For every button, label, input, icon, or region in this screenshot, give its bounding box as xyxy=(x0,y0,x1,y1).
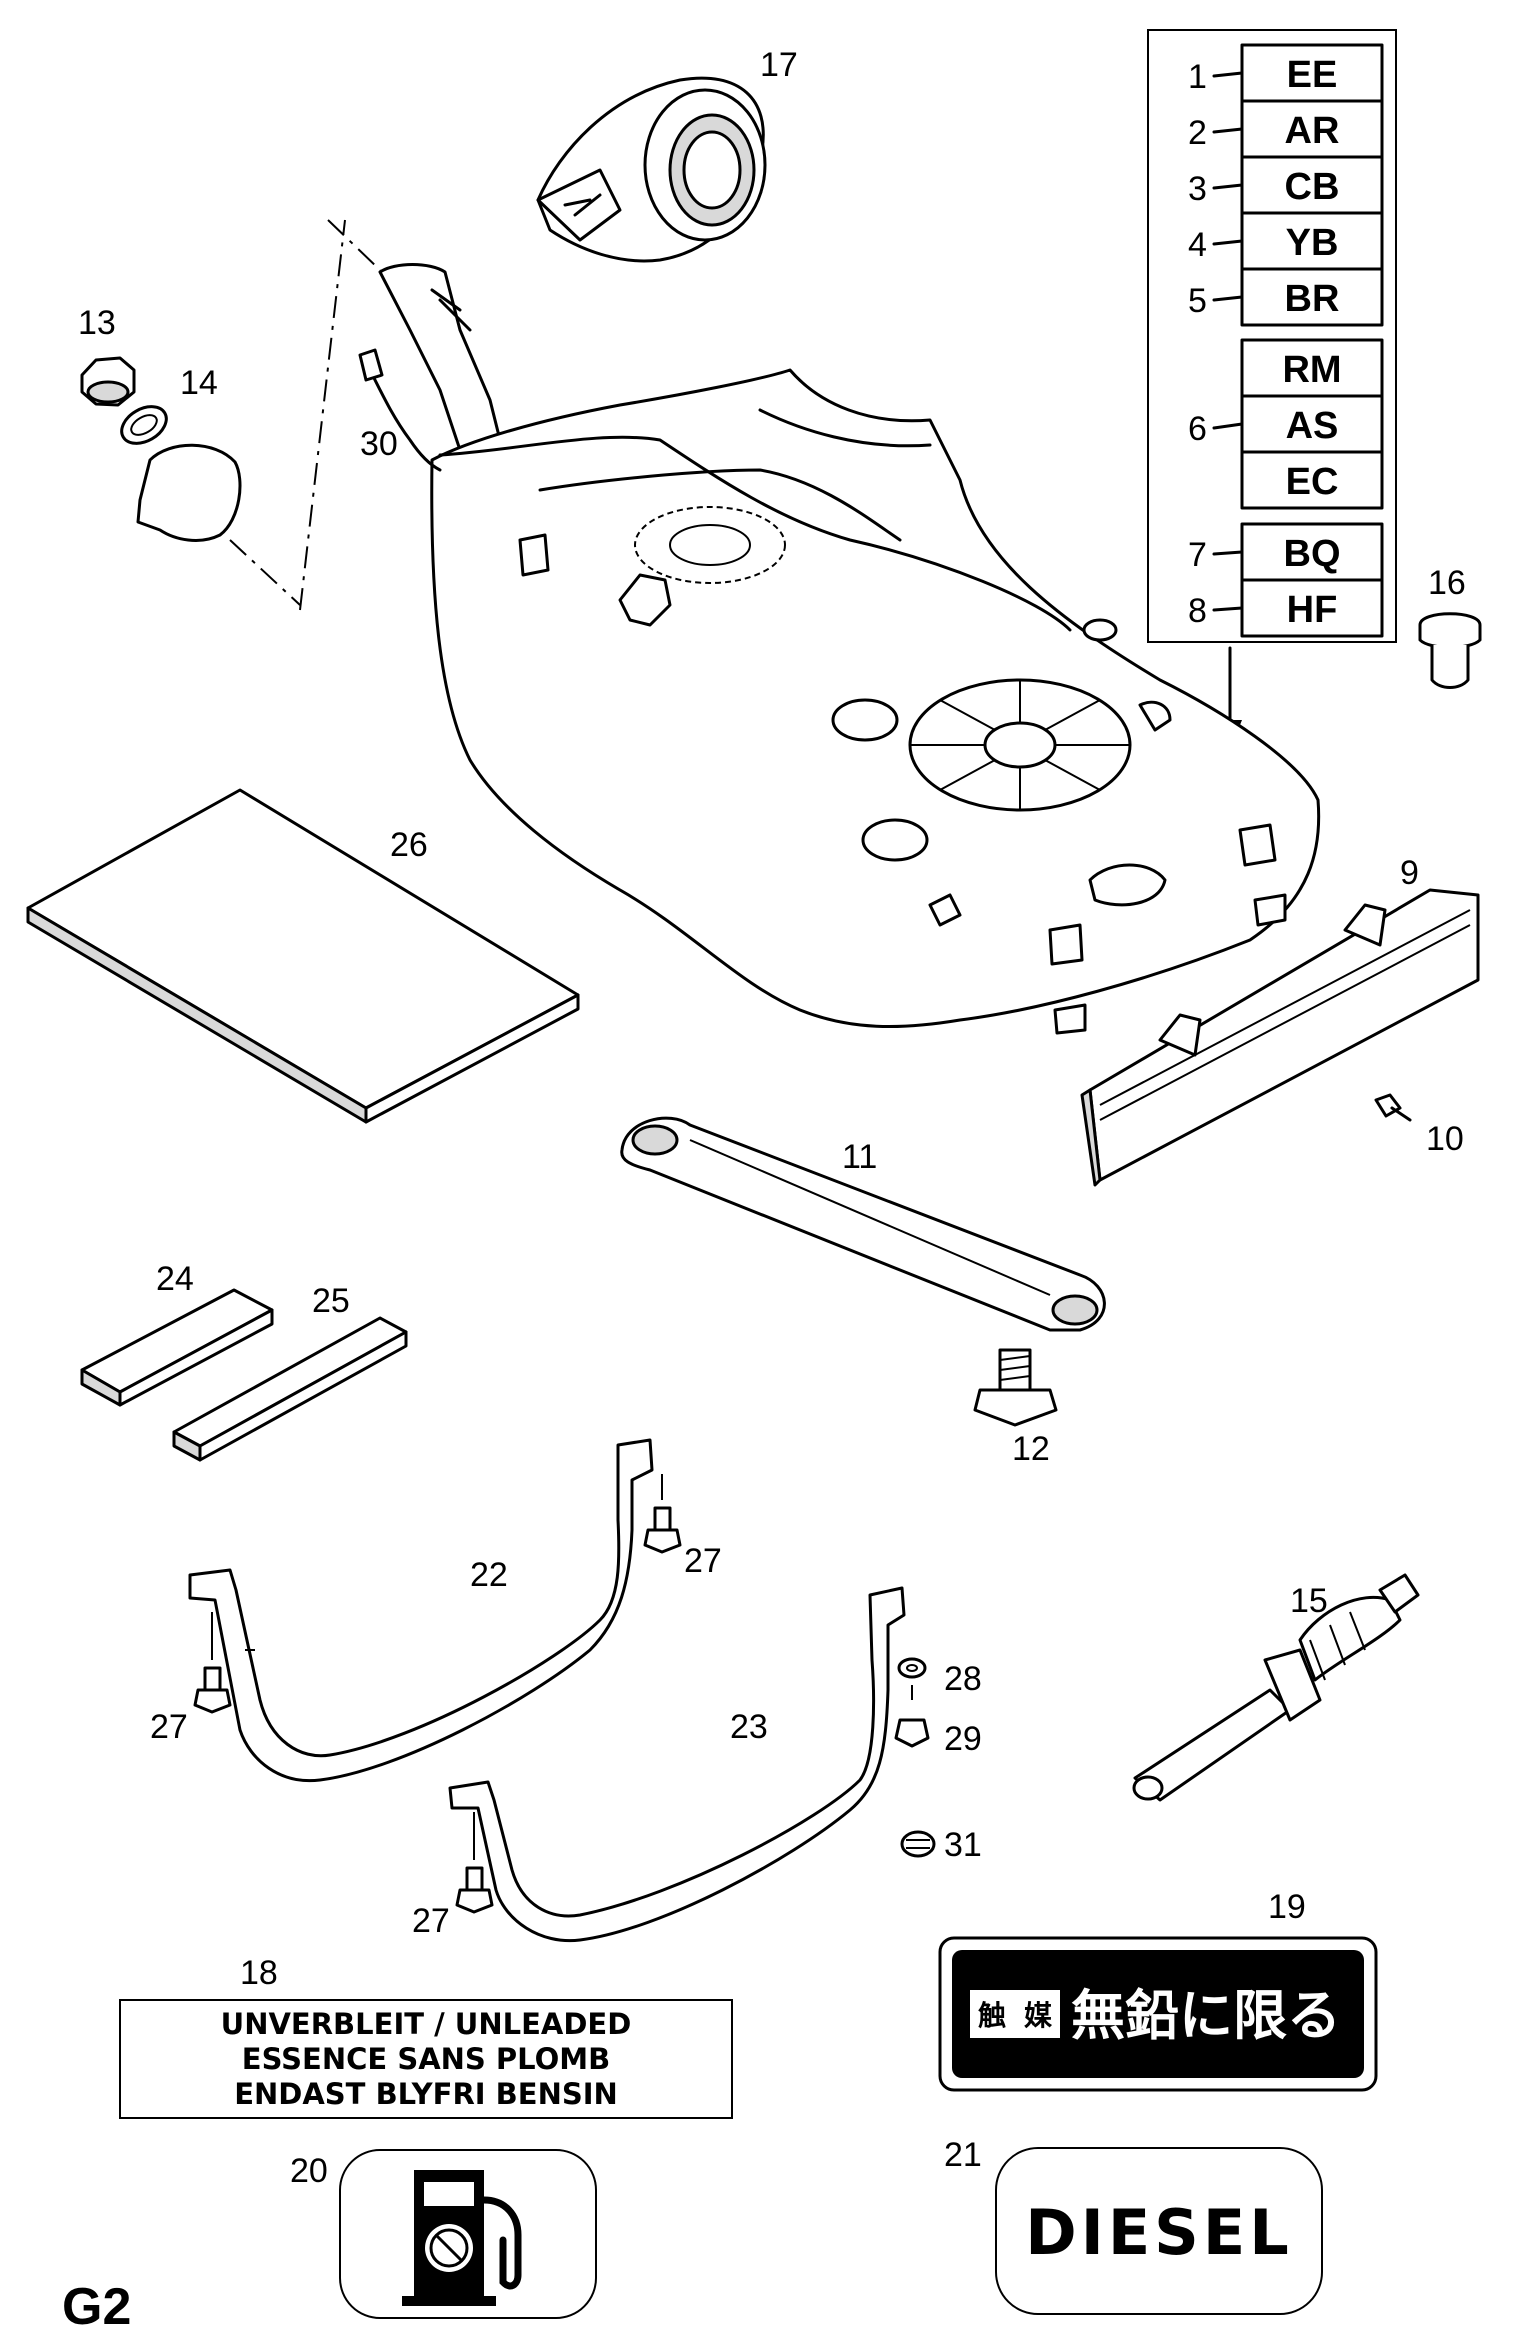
part-30-wiring xyxy=(358,348,442,472)
assembly-line-left xyxy=(299,219,346,611)
code-row-6-num: 6 xyxy=(1188,410,1207,448)
code-row-1-num: 1 xyxy=(1188,58,1207,96)
part-17-filler-housing xyxy=(536,76,767,263)
callout-10: 10 xyxy=(1426,1120,1464,1158)
unleaded-line-2: ESSENCE SANS PLOMB xyxy=(242,2042,610,2076)
page-tag: G2 xyxy=(62,2278,131,2336)
callout-31: 31 xyxy=(944,1826,982,1864)
callout-23: 23 xyxy=(730,1708,768,1746)
callout-20: 20 xyxy=(290,2152,328,2190)
part-9-heat-shield xyxy=(1080,888,1480,1187)
callout-22: 22 xyxy=(470,1556,508,1594)
part-16-rubber-plug xyxy=(1418,612,1482,689)
callout-27b: 27 xyxy=(150,1708,188,1746)
jp-small-box xyxy=(970,1990,1060,2038)
fuel-label-frame xyxy=(339,2149,597,2319)
callout-19: 19 xyxy=(1268,1888,1306,1926)
jp-small-char-2: 媒 xyxy=(1024,1999,1053,2032)
code-yb: YB xyxy=(1286,222,1339,264)
part-12-bolt xyxy=(973,1348,1058,1427)
part-13-filler-cap xyxy=(80,356,136,407)
part-25-pad xyxy=(172,1316,408,1462)
part-26-insulation-pad xyxy=(26,788,580,1124)
fuel-tank-body xyxy=(378,263,1321,1035)
code-row-5-num: 5 xyxy=(1188,282,1207,320)
jp-main-text: 無鉛に限る xyxy=(1071,1984,1341,2047)
diesel-label-frame xyxy=(995,2147,1323,2315)
callout-28: 28 xyxy=(944,1660,982,1698)
code-row-8-num: 8 xyxy=(1188,592,1207,630)
label-18-unleaded: UNVERBLEIT / UNLEADED ESSENCE SANS PLOMB… xyxy=(119,1999,733,2119)
callout-14: 14 xyxy=(180,364,218,402)
code-row-7-num: 7 xyxy=(1188,536,1207,574)
fuel-pump-no-leaded-icon xyxy=(402,2170,522,2306)
callout-24: 24 xyxy=(156,1260,194,1298)
callout-27c: 27 xyxy=(412,1902,450,1940)
part-27-bolt-b xyxy=(193,1612,232,1714)
callout-17: 17 xyxy=(760,46,798,84)
callout-16: 16 xyxy=(1428,564,1466,602)
code-hf: HF xyxy=(1287,589,1338,631)
assembly-line-top xyxy=(327,219,381,271)
code-ee: EE xyxy=(1287,54,1338,96)
callout-18: 18 xyxy=(240,1954,278,1992)
code-as: AS xyxy=(1286,405,1339,447)
callout-29: 29 xyxy=(944,1720,982,1758)
filler-flap xyxy=(136,443,242,542)
callout-9: 9 xyxy=(1400,854,1419,892)
code-ec: EC xyxy=(1286,461,1339,503)
part-23-tank-strap xyxy=(448,1586,906,1943)
callout-30: 30 xyxy=(360,425,398,463)
code-row-4-num: 4 xyxy=(1188,226,1207,264)
part-11-strap-plate xyxy=(620,1116,1106,1332)
callout-27a: 27 xyxy=(684,1542,722,1580)
code-bq: BQ xyxy=(1284,533,1341,575)
code-row-3-num: 3 xyxy=(1188,170,1207,208)
callout-12: 12 xyxy=(1012,1430,1050,1468)
code-cb: CB xyxy=(1285,166,1340,208)
callout-11: 11 xyxy=(842,1138,877,1176)
callout-25: 25 xyxy=(312,1282,350,1320)
part-27-bolt-a xyxy=(643,1474,682,1554)
part-27-bolt-c xyxy=(455,1812,494,1914)
callout-21: 21 xyxy=(944,2136,982,2174)
code-br: BR xyxy=(1285,278,1340,320)
part-31-clip xyxy=(900,1830,936,1858)
part-15-filler-nozzle xyxy=(1132,1573,1420,1802)
callout-26: 26 xyxy=(390,826,428,864)
part-14-seal-ring xyxy=(120,405,168,445)
label-21-diesel: DIESEL xyxy=(995,2147,1323,2315)
unleaded-label-frame xyxy=(119,1999,733,2119)
diesel-text: DIESEL xyxy=(1025,2196,1292,2269)
part-22-tank-strap xyxy=(188,1438,654,1783)
jp-small-char-1: 触 xyxy=(978,1999,1006,2032)
variant-code-frame xyxy=(1147,29,1397,643)
part-28-washer xyxy=(897,1657,927,1700)
variant-code-table: 1 2 3 4 5 6 7 8 EE AR CB YB BR RM AS EC … xyxy=(1147,29,1397,750)
jp-label-inner xyxy=(952,1950,1364,2078)
code-rm: RM xyxy=(1282,349,1341,391)
unleaded-line-1: UNVERBLEIT / UNLEADED xyxy=(221,2007,632,2041)
label-19-japanese: 触 媒 無鉛に限る xyxy=(938,1936,1378,2092)
part-10-bolt xyxy=(1374,1093,1412,1122)
code-ar: AR xyxy=(1285,110,1340,152)
assembly-line-cap xyxy=(229,539,301,606)
callout-13: 13 xyxy=(78,304,116,342)
unleaded-line-3: ENDAST BLYFRI BENSIN xyxy=(234,2077,618,2111)
part-29-nut xyxy=(894,1718,930,1748)
label-20-fuel-icon xyxy=(339,2149,597,2319)
code-row-2-num: 2 xyxy=(1188,114,1207,152)
part-24-pad xyxy=(80,1288,274,1407)
callout-15: 15 xyxy=(1290,1582,1328,1620)
